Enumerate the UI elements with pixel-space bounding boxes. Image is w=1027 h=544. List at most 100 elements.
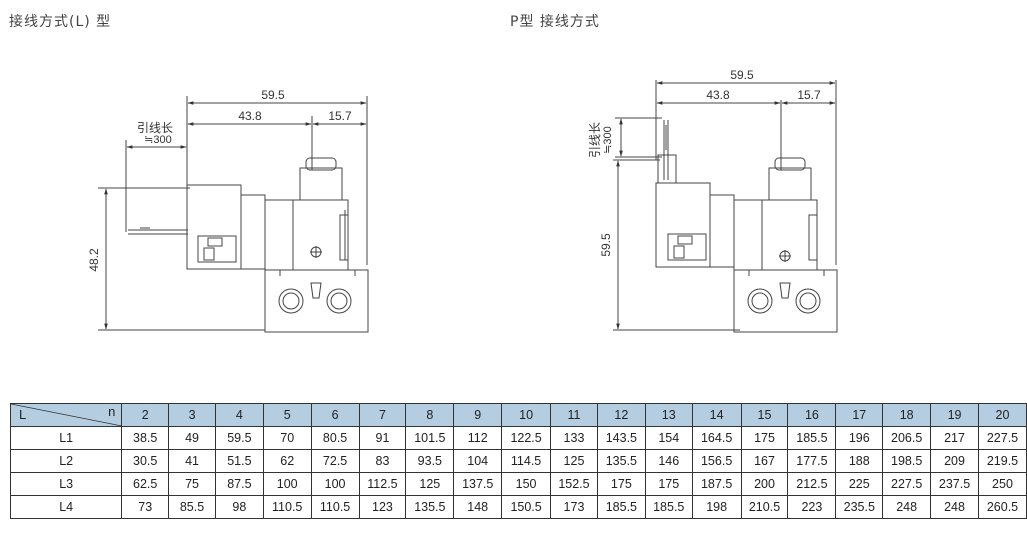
table-cell: 185.5 [596,495,646,519]
column-header: 13 [644,403,693,427]
table-cell: 100 [262,472,312,496]
column-header: 14 [691,403,742,427]
table-cell: 154 [644,426,693,450]
column-header: 17 [835,403,884,427]
table-cell: 59.5 [214,426,264,450]
table-cell: 150 [501,472,552,496]
table-cell: 98 [214,495,264,519]
table-cell: 80.5 [310,426,360,450]
table-cell: 135.5 [405,495,455,519]
table-cell: 30.5 [121,449,170,473]
table-cell: 175 [644,472,693,496]
table-cell: 198 [691,495,742,519]
table-cell: 62.5 [121,472,170,496]
left-valve-drawing [98,96,369,333]
table-cell: 62 [262,449,312,473]
table-cell: 122.5 [501,426,552,450]
table-cell: 227.5 [977,426,1027,450]
table-cell: 198.5 [882,449,932,473]
corner-row-label: L [19,407,27,422]
right-dim-body: 43.8 [706,88,730,102]
table-cell: 93.5 [405,449,455,473]
table-cell: 196 [835,426,884,450]
table-cell: 75 [168,472,216,496]
table-cell: 248 [930,495,979,519]
table-cell: 51.5 [214,449,264,473]
table-cell: 248 [882,495,932,519]
right-height-label: 59.5 [599,233,613,257]
table-cell: 260.5 [977,495,1027,519]
left-dim-overall: 59.5 [261,88,285,102]
column-header: 8 [405,403,455,427]
left-lead-value: ≒300 [144,134,172,146]
corner-col-label: n [108,404,116,419]
table-cell: 41 [168,449,216,473]
table-corner-cell: L n [9,403,123,427]
right-lead-label: 引线长 [588,122,602,158]
table-cell: 185.5 [787,426,837,450]
left-dim-body: 43.8 [238,109,262,123]
column-header: 16 [787,403,837,427]
table-cell: 217 [930,426,979,450]
table-cell: 49 [168,426,216,450]
table-cell: 210.5 [740,495,789,519]
table-cell: 206.5 [882,426,932,450]
table-cell: 125 [405,472,455,496]
column-header: 9 [453,403,503,427]
right-valve-drawing [613,80,838,333]
table-cell: 250 [977,472,1027,496]
column-header: 7 [358,403,407,427]
corner-diagonal [11,404,122,426]
column-header: 2 [121,403,170,427]
table-cell: 143.5 [596,426,646,450]
table-cell: 112 [453,426,503,450]
table-cell: 112.5 [358,472,407,496]
row-label: L1 [9,426,123,450]
table-cell: 188 [835,449,884,473]
table-cell: 212.5 [787,472,837,496]
table-cell: 91 [358,426,407,450]
right-diagram-title: P型 接线方式 [510,14,600,30]
column-header: 6 [310,403,360,427]
table-cell: 101.5 [405,426,455,450]
column-header: 10 [501,403,552,427]
column-header: 3 [168,403,216,427]
column-header: 20 [977,403,1027,427]
column-header: 18 [882,403,932,427]
technical-drawings: 59.5 43.8 15.7 引线长 ≒300 48.2 [87,68,838,333]
table-cell: 223 [787,495,837,519]
row-label: L2 [9,449,123,473]
column-header: 11 [550,403,598,427]
table-cell: 219.5 [977,449,1027,473]
table-cell: 104 [453,449,503,473]
table-cell: 72.5 [310,449,360,473]
row-label: L3 [9,472,123,496]
table-cell: 227.5 [882,472,932,496]
right-lead-value: ≒300 [602,126,614,154]
table-cell: 150.5 [501,495,552,519]
table-cell: 70 [262,426,312,450]
table-cell: 110.5 [310,495,360,519]
row-label: L4 [9,495,123,519]
column-header: 5 [262,403,312,427]
table-cell: 175 [596,472,646,496]
table-cell: 156.5 [691,449,742,473]
table-cell: 164.5 [691,426,742,450]
column-header: 19 [930,403,979,427]
table-cell: 38.5 [121,426,170,450]
table-cell: 237.5 [930,472,979,496]
column-header: 4 [214,403,264,427]
table-cell: 152.5 [550,472,598,496]
table-cell: 175 [740,426,789,450]
table-cell: 87.5 [214,472,264,496]
left-lead-label: 引线长 [137,121,173,135]
table-cell: 133 [550,426,598,450]
column-header: 12 [596,403,646,427]
table-cell: 185.5 [644,495,693,519]
table-cell: 173 [550,495,598,519]
